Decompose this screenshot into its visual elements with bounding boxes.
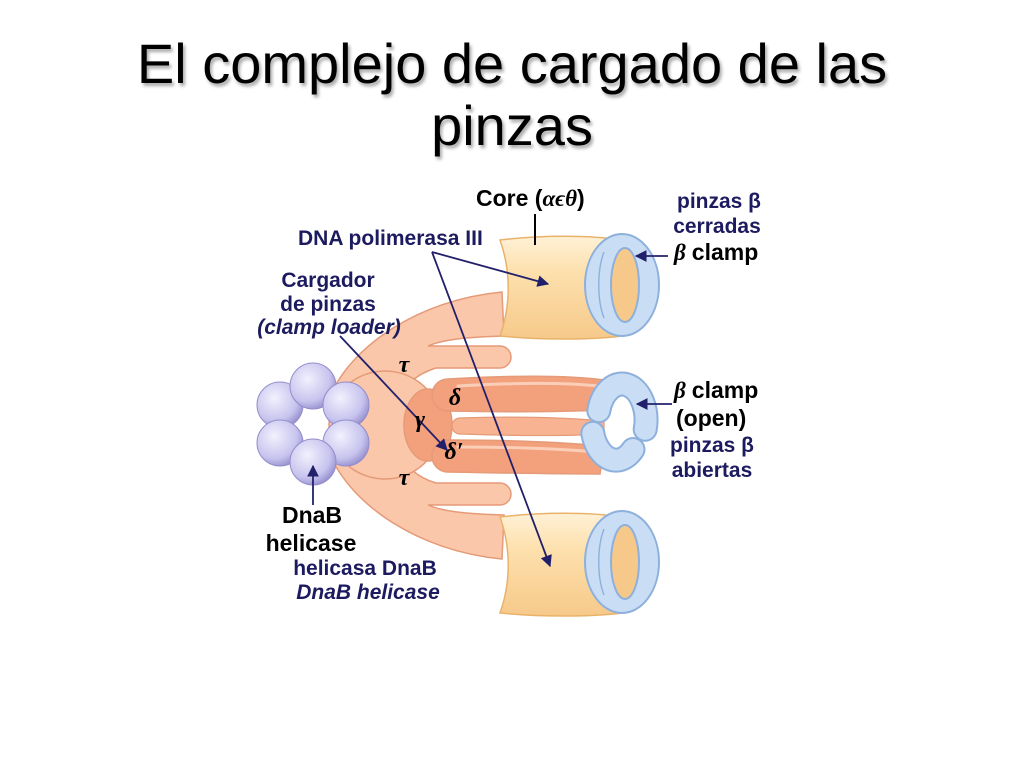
clamp-ring bbox=[583, 510, 661, 614]
helicase-name-line-2: helicase bbox=[266, 530, 357, 556]
open-clamp-symbol: β bbox=[673, 378, 686, 403]
clamp-inner-surface bbox=[598, 528, 605, 596]
polymerase-arrow-top bbox=[431, 251, 550, 287]
clamp-hole bbox=[611, 525, 639, 599]
core-label-prefix: Core ( bbox=[476, 185, 543, 211]
subunit-tau-bottom: τ bbox=[399, 465, 411, 491]
open-clamp-spanish-line-2: abiertas bbox=[672, 459, 753, 482]
clamp-loader-arrow bbox=[339, 335, 448, 451]
helicase-spanish: helicasa DnaB bbox=[293, 557, 437, 580]
gamma-subunit-band bbox=[451, 416, 605, 437]
core-label-suffix: ) bbox=[577, 185, 585, 211]
clamp-inner-surface bbox=[598, 251, 605, 319]
polymerase-arrow-bottom bbox=[431, 251, 552, 568]
clamp-loader-spanish-line-1: Cargador bbox=[281, 269, 374, 292]
helicase-name-line-1: DnaB bbox=[282, 502, 342, 528]
subunit-delta-prime: δ′ bbox=[444, 439, 463, 465]
dnab-helicase-hexamer bbox=[256, 362, 370, 486]
title-line-1: El complejo de cargado de las bbox=[136, 32, 888, 95]
helicase-english: DnaB helicase bbox=[296, 581, 440, 604]
closed-clamp-spanish-line-2: cerradas bbox=[673, 215, 761, 238]
clamp-loader-spanish-line-2: de pinzas bbox=[280, 293, 376, 316]
beta-clamp-closed-bottom bbox=[583, 510, 661, 614]
core-subunits: αϵθ bbox=[542, 186, 577, 211]
delta-tube-highlight bbox=[456, 381, 600, 388]
title-line-2: pinzas bbox=[431, 94, 593, 157]
closed-clamp-name: clamp bbox=[692, 239, 758, 265]
open-clamp-name: clamp bbox=[692, 377, 758, 403]
subunit-gamma: γ bbox=[415, 407, 425, 433]
subunit-tau-top: τ bbox=[399, 352, 411, 378]
pointer-lines bbox=[307, 214, 672, 568]
delta-prime-tube-highlight bbox=[456, 445, 598, 454]
open-clamp-lower-piece bbox=[582, 422, 644, 471]
clamp-hole bbox=[611, 248, 639, 322]
beta-clamp-closed-top bbox=[583, 233, 661, 337]
polymerase-label: DNA polimerasa III bbox=[298, 227, 483, 250]
open-clamp-state: (open) bbox=[676, 405, 746, 431]
subunit-delta: δ bbox=[449, 385, 461, 411]
clamp-loader-english: (clamp loader) bbox=[257, 316, 401, 339]
open-clamp-spanish-line-1: pinzas β bbox=[670, 434, 754, 457]
slide-title: El complejo de cargado de las pinzas bbox=[0, 33, 1024, 157]
closed-clamp-spanish-line-1: pinzas β bbox=[677, 190, 761, 213]
open-clamp-upper-piece bbox=[588, 373, 657, 440]
closed-clamp-symbol: β bbox=[673, 240, 686, 265]
core-label: Core (αϵθ) bbox=[476, 185, 585, 211]
beta-clamp-open bbox=[580, 371, 659, 473]
